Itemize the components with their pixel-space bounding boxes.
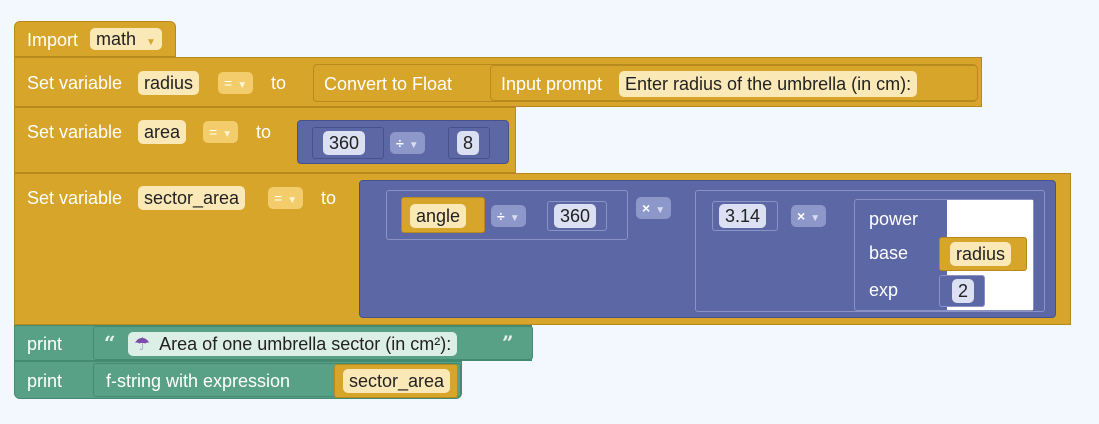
operator-label: × <box>797 208 806 224</box>
print-block-2[interactable]: print f-string with expression sector_ar… <box>14 361 462 399</box>
exp-label: exp <box>869 280 899 300</box>
import-block[interactable]: Import math ▼ <box>14 21 176 57</box>
chevron-down-icon: ▼ <box>287 195 298 206</box>
number-field-8[interactable]: 8 <box>457 131 480 155</box>
number-slot: 3.14 <box>712 201 778 231</box>
variable-block-radius[interactable]: radius <box>939 237 1027 271</box>
assign-op-label: = <box>209 124 218 140</box>
set-variable-label: Set variable <box>27 73 123 93</box>
number-field-3-14[interactable]: 3.14 <box>719 204 767 228</box>
to-label: to <box>321 188 337 208</box>
input-prompt-label: Input prompt <box>501 74 603 94</box>
variable-field-sector-area[interactable]: sector_area <box>138 186 246 210</box>
variable-field-sector-area[interactable]: sector_area <box>343 369 451 393</box>
prompt-text-field[interactable]: Enter radius of the umbrella (in cm): <box>619 71 918 97</box>
operator-label: ÷ <box>497 208 505 224</box>
variable-field-radius[interactable]: radius <box>138 71 200 95</box>
assign-op-dropdown[interactable]: =▼ <box>203 121 239 143</box>
number-slot-right: 8 <box>448 127 490 159</box>
import-label: Import <box>27 30 79 50</box>
set-variable-label: Set variable <box>27 122 123 142</box>
set-area-block[interactable]: Set variable area =▼ to 360 ÷▼ 8 <box>14 107 516 173</box>
text-field-value: Area of one umbrella sector (in cm²): <box>159 334 452 354</box>
pi-multiply-block[interactable]: 3.14 ×▼ power base radius exp 2 <box>695 190 1045 312</box>
convert-to-float-block[interactable]: Convert to Float Input prompt Enter radi… <box>313 64 978 102</box>
set-sector-area-block[interactable]: Set variable sector_area =▼ to angle ÷▼ … <box>14 173 1071 325</box>
fstring-block[interactable]: f-string with expression sector_area <box>93 363 461 398</box>
chevron-down-icon: ▼ <box>222 129 233 140</box>
umbrella-icon: ☂ <box>134 334 151 354</box>
variable-field-angle[interactable]: angle <box>410 204 467 228</box>
open-quote-icon: “ <box>104 331 116 355</box>
multiply-block[interactable]: angle ÷▼ 360 ×▼ 3.14 ×▼ power <box>359 180 1056 318</box>
chevron-down-icon: ▼ <box>509 213 520 224</box>
division-block[interactable]: 360 ÷▼ 8 <box>297 120 509 164</box>
print-label: print <box>27 371 63 391</box>
print-label: print <box>27 334 63 354</box>
variable-field-radius[interactable]: radius <box>950 242 1012 266</box>
number-slot-left: 360 <box>312 127 384 159</box>
operator-dropdown[interactable]: ÷▼ <box>390 132 425 154</box>
set-radius-block[interactable]: Set variable radius =▼ to Convert to Flo… <box>14 57 982 107</box>
operator-dropdown[interactable]: ÷▼ <box>491 205 526 227</box>
chevron-down-icon: ▼ <box>146 37 156 48</box>
input-prompt-block[interactable]: Input prompt Enter radius of the umbrell… <box>490 65 978 101</box>
chevron-down-icon: ▼ <box>655 205 666 216</box>
set-variable-label: Set variable <box>27 188 123 208</box>
module-name: math <box>96 29 137 49</box>
variable-block-angle[interactable]: angle <box>401 197 485 233</box>
power-empty-area <box>947 200 1033 236</box>
chevron-down-icon: ▼ <box>408 140 419 151</box>
number-field-360[interactable]: 360 <box>554 204 597 228</box>
text-block[interactable]: “ ☂ Area of one umbrella sector (in cm²)… <box>93 326 533 360</box>
operator-dropdown[interactable]: ×▼ <box>636 197 672 219</box>
number-slot: 360 <box>547 201 607 231</box>
fstring-label: f-string with expression <box>106 371 291 391</box>
variable-field-area[interactable]: area <box>138 120 187 144</box>
operator-dropdown[interactable]: ×▼ <box>791 205 827 227</box>
text-field[interactable]: ☂ Area of one umbrella sector (in cm²): <box>128 332 458 356</box>
operator-label: ÷ <box>396 135 404 151</box>
base-label: base <box>869 243 909 263</box>
number-field-2[interactable]: 2 <box>952 279 975 303</box>
to-label: to <box>271 73 287 93</box>
chevron-down-icon: ▼ <box>237 80 248 91</box>
assign-op-label: = <box>274 190 283 206</box>
variable-block-sector-area[interactable]: sector_area <box>334 364 458 398</box>
operator-label: × <box>642 200 651 216</box>
to-label: to <box>256 122 272 142</box>
assign-op-dropdown[interactable]: =▼ <box>218 72 254 94</box>
assign-op-label: = <box>224 75 233 91</box>
number-field-360[interactable]: 360 <box>323 131 366 155</box>
assign-op-dropdown[interactable]: =▼ <box>268 187 304 209</box>
number-slot: 2 <box>939 275 985 307</box>
power-label: power <box>869 209 919 229</box>
module-dropdown[interactable]: math ▼ <box>90 28 162 50</box>
angle-division-block[interactable]: angle ÷▼ 360 <box>386 190 628 240</box>
convert-label: Convert to Float <box>324 74 453 94</box>
power-block[interactable]: power base radius exp 2 <box>854 199 1034 311</box>
print-block-1[interactable]: print “ ☂ Area of one umbrella sector (i… <box>14 325 533 361</box>
chevron-down-icon: ▼ <box>810 213 821 224</box>
close-quote-icon: ” <box>502 331 514 355</box>
